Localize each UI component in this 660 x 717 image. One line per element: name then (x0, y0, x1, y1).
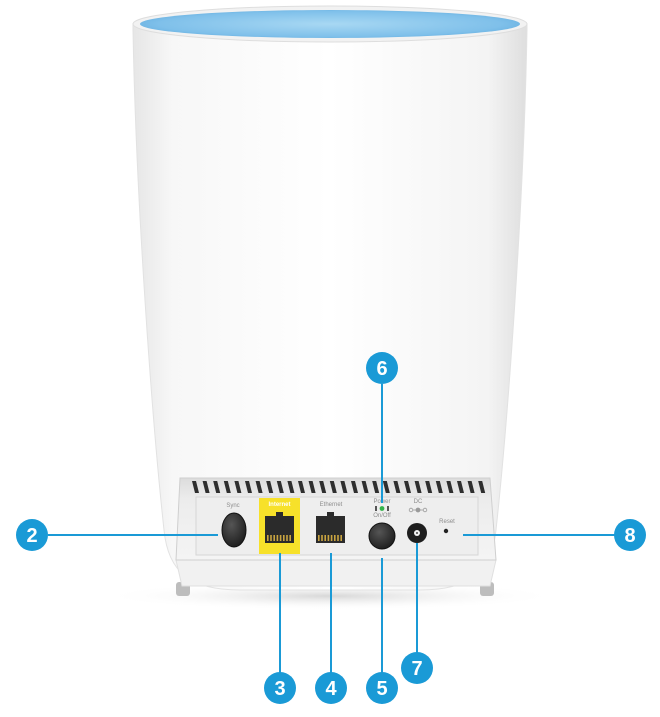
callout-2: 2 (16, 519, 48, 551)
ethernet-label: Ethernet (320, 502, 343, 508)
vent-slot (202, 481, 210, 493)
callout-4: 4 (315, 672, 347, 704)
port-pin (267, 535, 269, 541)
vent-slot (245, 481, 252, 493)
vent-slot (329, 481, 337, 493)
vent-slot (319, 481, 327, 493)
reset-button[interactable] (443, 528, 449, 534)
svg-text:2: 2 (26, 525, 37, 547)
top-glow (140, 10, 520, 38)
internet-port[interactable] (265, 512, 294, 543)
vent-slot (276, 481, 284, 493)
callout-3: 3 (264, 672, 296, 704)
power-sub-label: On/Off (373, 513, 391, 519)
vent-slot (266, 481, 274, 493)
port-pin (270, 535, 272, 541)
port-pin (327, 535, 330, 541)
svg-text:5: 5 (376, 678, 387, 700)
vent-slot (340, 481, 348, 493)
vent-slot (467, 481, 475, 493)
vent-slot (361, 481, 369, 493)
vent-slot (223, 481, 231, 493)
port-pin (276, 535, 279, 541)
callout-6: 6 (366, 352, 398, 384)
port-pin (334, 535, 336, 541)
port-pin (324, 535, 326, 541)
vent-slot (287, 481, 295, 493)
svg-text:4: 4 (325, 678, 337, 700)
vent-slot (255, 481, 263, 493)
bottom-lip (175, 559, 497, 587)
sync-button[interactable] (221, 512, 247, 548)
svg-text:8: 8 (624, 525, 635, 547)
vent-slot (351, 481, 358, 493)
port-pin (279, 535, 282, 541)
vent-slot (372, 481, 380, 493)
power-led-left (375, 506, 377, 511)
callout-5: 5 (366, 672, 398, 704)
vent-slot (435, 481, 443, 493)
vent-slot (234, 481, 242, 493)
port-pin (340, 535, 342, 541)
vent-slot (404, 481, 411, 493)
dc-label: DC (414, 499, 423, 505)
port-pin (337, 535, 339, 541)
vent-slot (425, 481, 433, 493)
reset-label: Reset (439, 519, 455, 525)
vent-slot (298, 481, 305, 493)
vent-slot (457, 481, 464, 493)
port-pin (321, 535, 323, 541)
svg-text:6: 6 (376, 358, 387, 380)
svg-text:3: 3 (274, 678, 285, 700)
vent-slot (308, 481, 316, 493)
sync-label: Sync (226, 503, 239, 509)
power-led-right (387, 506, 389, 511)
dc-power-connector[interactable] (407, 523, 427, 543)
port-pin (283, 535, 285, 541)
callout-8: 8 (614, 519, 646, 551)
port-pin (289, 535, 291, 541)
vent-slot (213, 481, 221, 493)
power-button[interactable] (368, 522, 396, 550)
ethernet-port[interactable] (316, 512, 345, 543)
internet-label: Internet (268, 502, 290, 508)
vent-slot (382, 481, 390, 493)
port-pin (330, 535, 333, 541)
vent-slot (478, 481, 486, 493)
vent-slot (446, 481, 454, 493)
vent-slot (192, 481, 199, 493)
svg-text:7: 7 (411, 658, 422, 680)
port-pin (286, 535, 288, 541)
vent-slot (414, 481, 422, 493)
vent-slots (192, 481, 486, 493)
power-led (379, 506, 385, 511)
vent-slot (393, 481, 401, 493)
dc-polarity-icon (408, 507, 428, 513)
callout-7: 7 (401, 652, 433, 684)
port-pin (318, 535, 320, 541)
port-pin (273, 535, 275, 541)
